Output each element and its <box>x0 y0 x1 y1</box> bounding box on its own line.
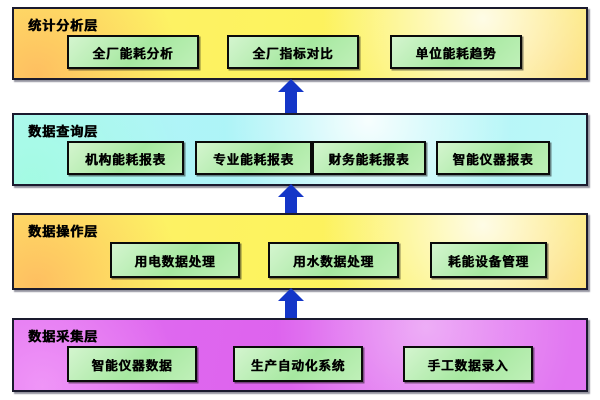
node-operation-2[interactable]: 耗能设备管理 <box>430 242 547 278</box>
node-statistics-1-label: 全厂指标对比 <box>252 46 334 61</box>
node-collection-2-label: 手工数据录入 <box>427 358 509 373</box>
node-statistics-2[interactable]: 单位能耗趋势 <box>390 35 522 69</box>
node-query-1-label: 专业能耗报表 <box>212 152 294 167</box>
layer-statistics-title: 统计分析层 <box>28 18 99 33</box>
node-operation-1-label: 用水数据处理 <box>292 254 374 269</box>
layer-query-title: 数据查询层 <box>28 124 99 139</box>
layer-operation[interactable]: 数据操作层 用电数据处理 用水数据处理 耗能设备管理 <box>12 213 588 290</box>
layer-collection-title: 数据采集层 <box>28 329 99 344</box>
layer-operation-title: 数据操作层 <box>28 224 99 239</box>
node-collection-1-label: 生产自动化系统 <box>250 358 346 373</box>
node-collection-1[interactable]: 生产自动化系统 <box>233 346 363 382</box>
node-query-0[interactable]: 机构能耗报表 <box>67 141 184 175</box>
node-operation-0-label: 用电数据处理 <box>134 254 216 269</box>
node-operation-0[interactable]: 用电数据处理 <box>110 242 240 278</box>
node-collection-2[interactable]: 手工数据录入 <box>403 346 533 382</box>
node-statistics-2-label: 单位能耗趋势 <box>415 46 497 61</box>
node-query-2[interactable]: 财务能耗报表 <box>312 141 426 175</box>
layer-statistics[interactable]: 统计分析层 全厂能耗分析 全厂指标对比 单位能耗趋势 <box>12 7 588 80</box>
node-collection-0[interactable]: 智能仪器数据 <box>67 346 197 382</box>
node-statistics-0[interactable]: 全厂能耗分析 <box>67 35 199 69</box>
arrow-operation-to-query-icon <box>278 184 304 216</box>
node-query-1[interactable]: 专业能耗报表 <box>195 141 312 175</box>
node-query-0-label: 机构能耗报表 <box>84 152 166 167</box>
node-statistics-1[interactable]: 全厂指标对比 <box>227 35 359 69</box>
arrow-query-to-statistics-icon <box>278 79 304 115</box>
layer-query[interactable]: 数据查询层 机构能耗报表 专业能耗报表 财务能耗报表 智能仪器报表 <box>12 113 588 186</box>
node-operation-2-label: 耗能设备管理 <box>447 254 529 269</box>
arrow-collection-to-operation-icon <box>278 288 304 320</box>
node-query-3[interactable]: 智能仪器报表 <box>436 141 550 175</box>
node-collection-0-label: 智能仪器数据 <box>91 358 173 373</box>
node-query-2-label: 财务能耗报表 <box>328 152 410 167</box>
node-statistics-0-label: 全厂能耗分析 <box>92 46 174 61</box>
layer-collection[interactable]: 数据采集层 智能仪器数据 生产自动化系统 手工数据录入 <box>12 318 588 392</box>
node-query-3-label: 智能仪器报表 <box>452 152 534 167</box>
node-operation-1[interactable]: 用水数据处理 <box>268 242 399 278</box>
